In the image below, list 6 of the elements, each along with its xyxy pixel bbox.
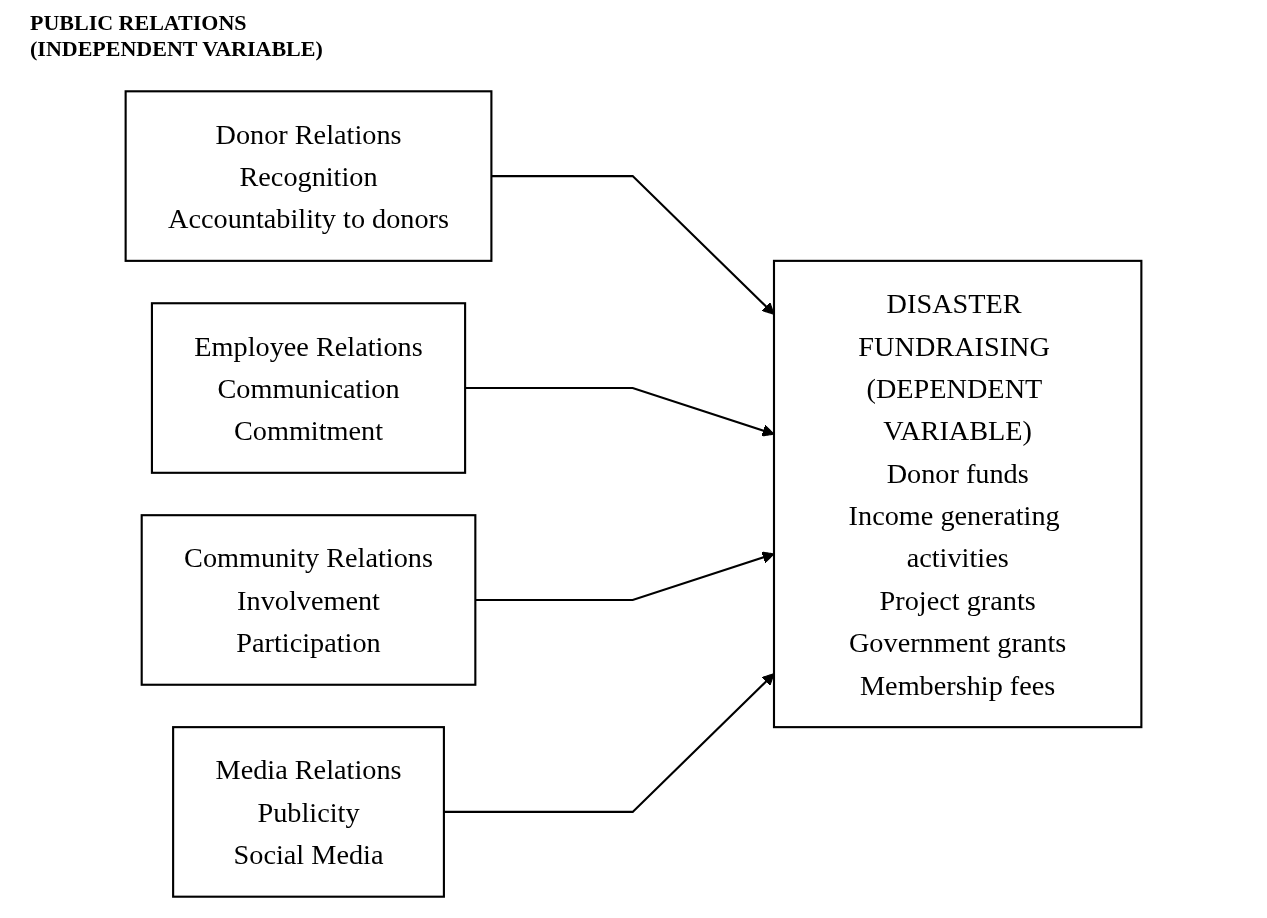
heading-text: PUBLIC RELATIONS (INDEPENDENT VARIABLE) bbox=[30, 10, 324, 62]
node-box: Media Relations Publicity Social Media bbox=[172, 726, 445, 898]
node-box: Donor Relations Recognition Accountability to donors bbox=[124, 90, 493, 262]
node-box: DISASTER FUNDRAISING (DEPENDENT VARIABLE) Donor funds Income generating activities Project grants Government grants Membership fees bbox=[772, 259, 1143, 729]
node-box: Community Relations Involvement Participation bbox=[140, 514, 477, 686]
node-box: Employee Relations Communication Commitment bbox=[150, 302, 467, 474]
